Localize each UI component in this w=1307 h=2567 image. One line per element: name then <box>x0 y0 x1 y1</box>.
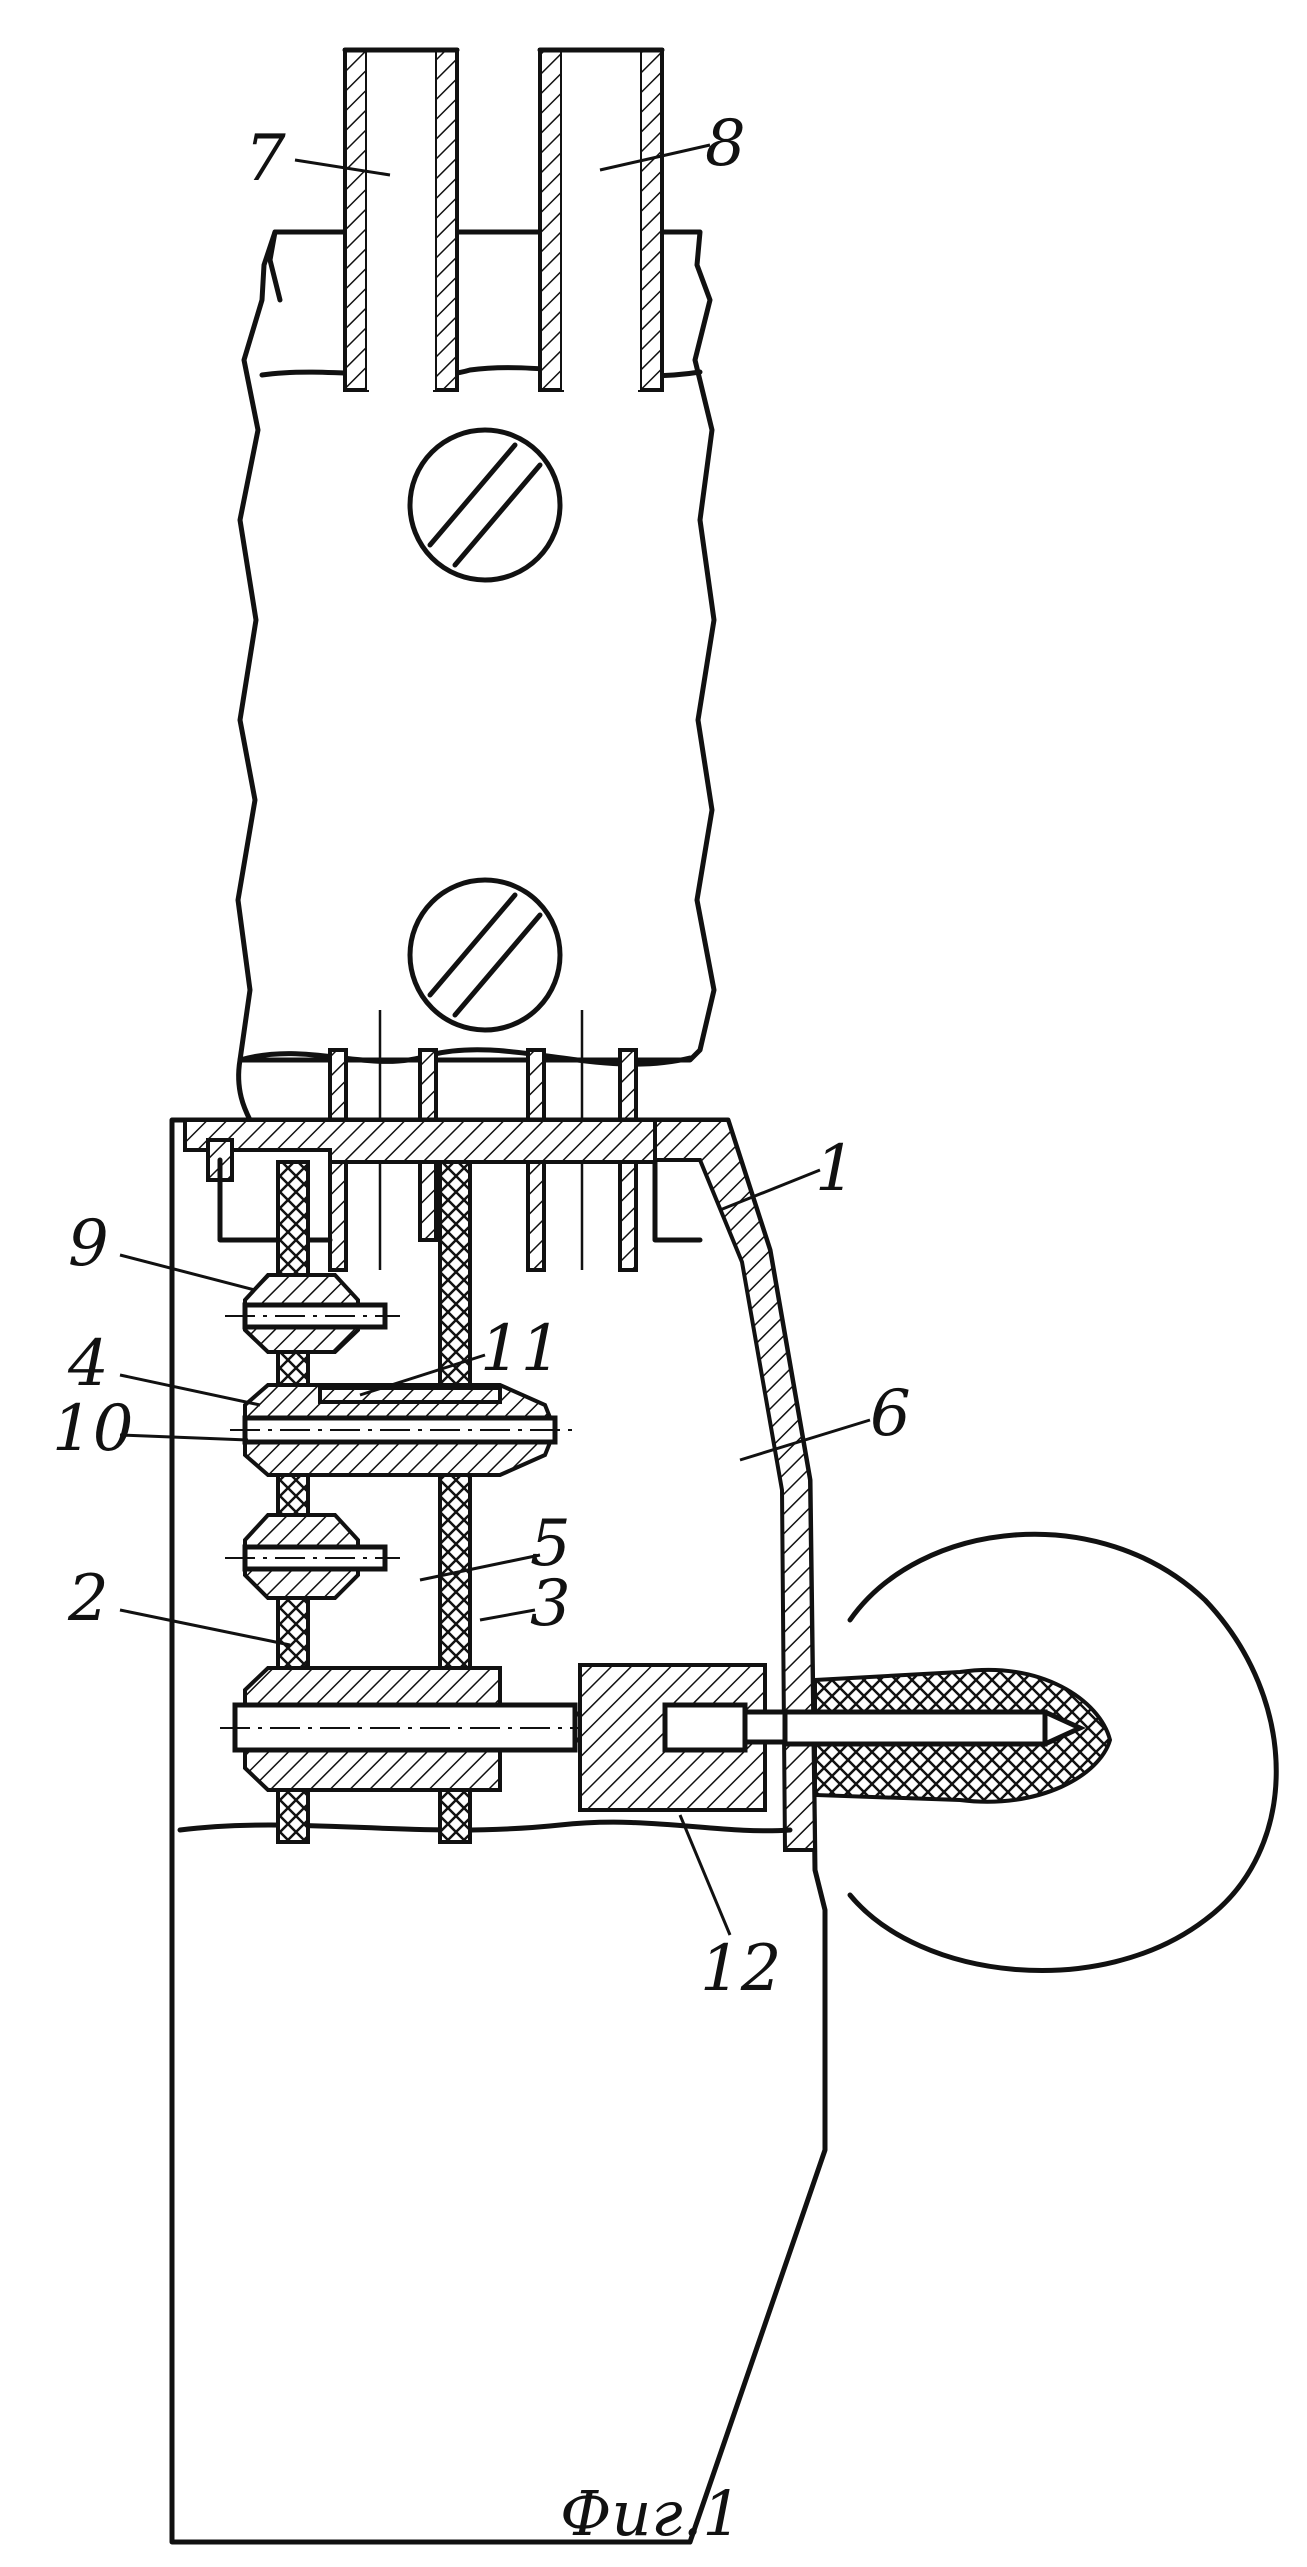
label-6: 6 <box>870 1377 911 1451</box>
label-11: 11 <box>480 1312 561 1386</box>
figure-caption: Фиг.1 <box>560 2477 742 2550</box>
tube-8 <box>540 50 662 390</box>
thumb-ball <box>785 1534 1276 1970</box>
label-1: 1 <box>815 1132 856 1206</box>
label-10: 10 <box>52 1392 133 1466</box>
gear-10 <box>230 1385 575 1475</box>
label-3: 3 <box>530 1567 571 1641</box>
tube-7 <box>345 50 457 390</box>
label-8: 8 <box>705 107 746 181</box>
label-2: 2 <box>67 1562 109 1636</box>
label-4: 4 <box>67 1327 109 1401</box>
label-9: 9 <box>68 1207 109 1281</box>
screw-lower <box>410 880 560 1030</box>
label-7: 7 <box>245 122 286 196</box>
gear-lower <box>225 1515 400 1598</box>
label-12: 12 <box>700 1932 781 2006</box>
screw-upper <box>410 430 560 580</box>
coupling-12 <box>580 1665 785 1810</box>
gear-9 <box>225 1275 400 1352</box>
